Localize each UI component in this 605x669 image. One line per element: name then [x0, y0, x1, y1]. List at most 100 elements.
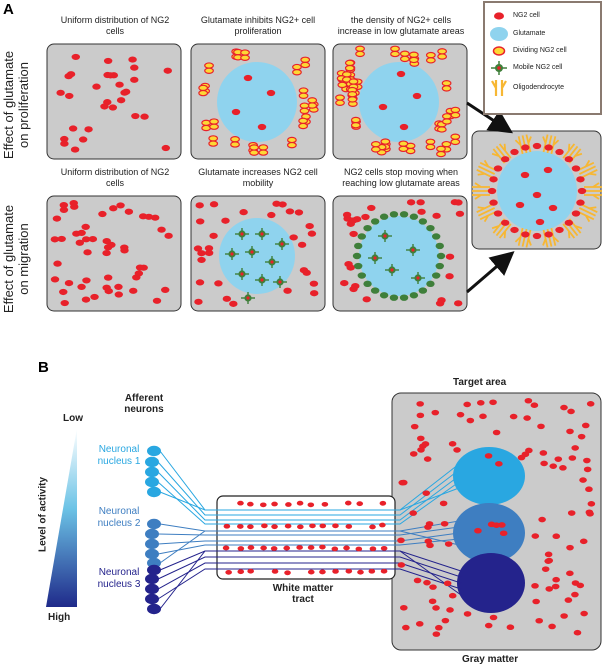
ng2-cell	[267, 211, 276, 219]
ng2-cell	[81, 236, 91, 243]
ng2-cell	[474, 527, 482, 534]
mobile-ng2-cell	[399, 294, 409, 301]
ng2-cell	[532, 598, 540, 605]
dividing-ng2-cell	[287, 141, 297, 149]
mobile-ng2-cell	[357, 272, 367, 279]
axon	[157, 556, 462, 580]
ng2-cell	[345, 568, 353, 574]
glutamate-zone	[219, 218, 295, 294]
box-migr-1	[46, 195, 182, 312]
dividing-ng2-cell	[436, 145, 446, 153]
ng2-cell	[489, 199, 498, 206]
ng2-cell	[349, 230, 358, 238]
ng2-cell	[305, 223, 314, 230]
ng2-cell	[369, 546, 377, 552]
ng2-cell	[577, 433, 586, 440]
ng2-cell	[521, 231, 530, 238]
ng2-cell	[59, 206, 69, 214]
ng2-cell	[106, 72, 115, 79]
mobile-ng2-cell	[409, 292, 419, 299]
dividing-ng2-cell	[209, 118, 219, 125]
ng2-cell	[161, 286, 170, 293]
ng2-cell	[299, 267, 309, 274]
oligodendrocyte	[491, 143, 512, 164]
ng2-cell	[65, 92, 74, 100]
ng2-cell	[193, 245, 203, 252]
dividing-ng2-cell	[249, 149, 259, 156]
mobile-ng2-cell	[385, 264, 399, 276]
ng2-cell	[566, 428, 574, 435]
ng2-cell	[261, 523, 268, 529]
panel-a-boxes	[46, 1, 602, 312]
ng2-cell	[209, 232, 218, 239]
ng2-cell	[379, 522, 386, 528]
ng2-cells-panel-b	[222, 397, 596, 637]
nucleus-3-label: Neuronal nucleus 3	[97, 567, 141, 590]
oligodendrocyte	[542, 227, 560, 248]
dividing-ng2-cell	[355, 45, 365, 52]
ng2-cell	[116, 97, 126, 104]
ng2-cell	[157, 226, 166, 233]
ng2-cell	[399, 479, 408, 486]
ng2-cell	[544, 558, 552, 564]
oligodendrocyte	[476, 159, 497, 179]
ng2-cell	[204, 245, 214, 252]
ng2-cell	[278, 201, 287, 208]
dividing-ng2-cell	[347, 90, 358, 98]
legend-ng2-label: NG2 cell	[513, 12, 540, 19]
activity-gradient-triangle	[46, 428, 77, 607]
ng2-cell	[81, 223, 90, 231]
dividing-ng2-cell	[344, 59, 355, 67]
ng2-cell	[571, 591, 579, 598]
ng2-cell	[566, 570, 574, 577]
ng2-cell	[455, 210, 465, 217]
ng2-cell	[431, 409, 440, 416]
ng2-cell	[454, 199, 463, 206]
legend-glutamate-swatch	[490, 27, 508, 41]
dividing-ng2-cell	[230, 141, 240, 148]
ng2-cell	[69, 199, 78, 207]
ng2-cell	[560, 404, 568, 411]
mobile-ng2-cell	[435, 242, 444, 250]
ng2-cell	[445, 253, 455, 260]
neuron-soma	[145, 573, 159, 585]
ng2-cell	[229, 300, 238, 307]
axon	[159, 550, 462, 610]
oligodendrocyte	[514, 134, 532, 155]
ng2-cell	[586, 400, 595, 407]
ng2-cell	[544, 231, 553, 238]
dividing-ng2-cell	[198, 84, 209, 92]
dividing-ng2-cell	[299, 102, 310, 109]
mobile-ng2-cell	[426, 280, 435, 288]
dividing-ng2-cell	[298, 87, 309, 94]
ng2-cell	[309, 523, 316, 529]
ng2-cell	[437, 297, 446, 304]
ng2-cell	[357, 569, 364, 575]
ng2-cell	[435, 624, 443, 631]
oligodendrocyte	[577, 203, 598, 223]
ng2-cell	[197, 256, 206, 264]
ng2-cell	[489, 614, 498, 621]
dividing-ng2-cell	[350, 116, 361, 124]
ng2-cell	[124, 208, 134, 215]
dividing-ng2-cell	[450, 138, 461, 146]
ng2-cell	[362, 296, 371, 303]
mobile-ng2-cell	[409, 213, 419, 220]
glutamate-zone	[359, 62, 439, 142]
ng2-cell	[237, 546, 245, 551]
ng2-cell	[413, 577, 422, 584]
dividing-ng2-cell	[198, 89, 209, 97]
neuron-soma	[145, 466, 159, 478]
ng2-cell	[66, 71, 76, 78]
ng2-cell	[545, 586, 554, 592]
oligodendrocyte	[491, 218, 512, 239]
ng2-cell	[285, 502, 292, 507]
mobile-ng2-cell	[378, 230, 392, 242]
ng2-cell	[422, 490, 431, 496]
ng2-cell	[397, 537, 405, 544]
legend-glutamate-label: Glutamate	[513, 30, 546, 37]
ng2-cell	[397, 562, 406, 568]
ng2-cell	[463, 401, 471, 408]
ng2-cell	[521, 451, 530, 458]
caption-prolif-2: Glutamate inhibits NG2+ cell proliferati…	[200, 15, 316, 36]
